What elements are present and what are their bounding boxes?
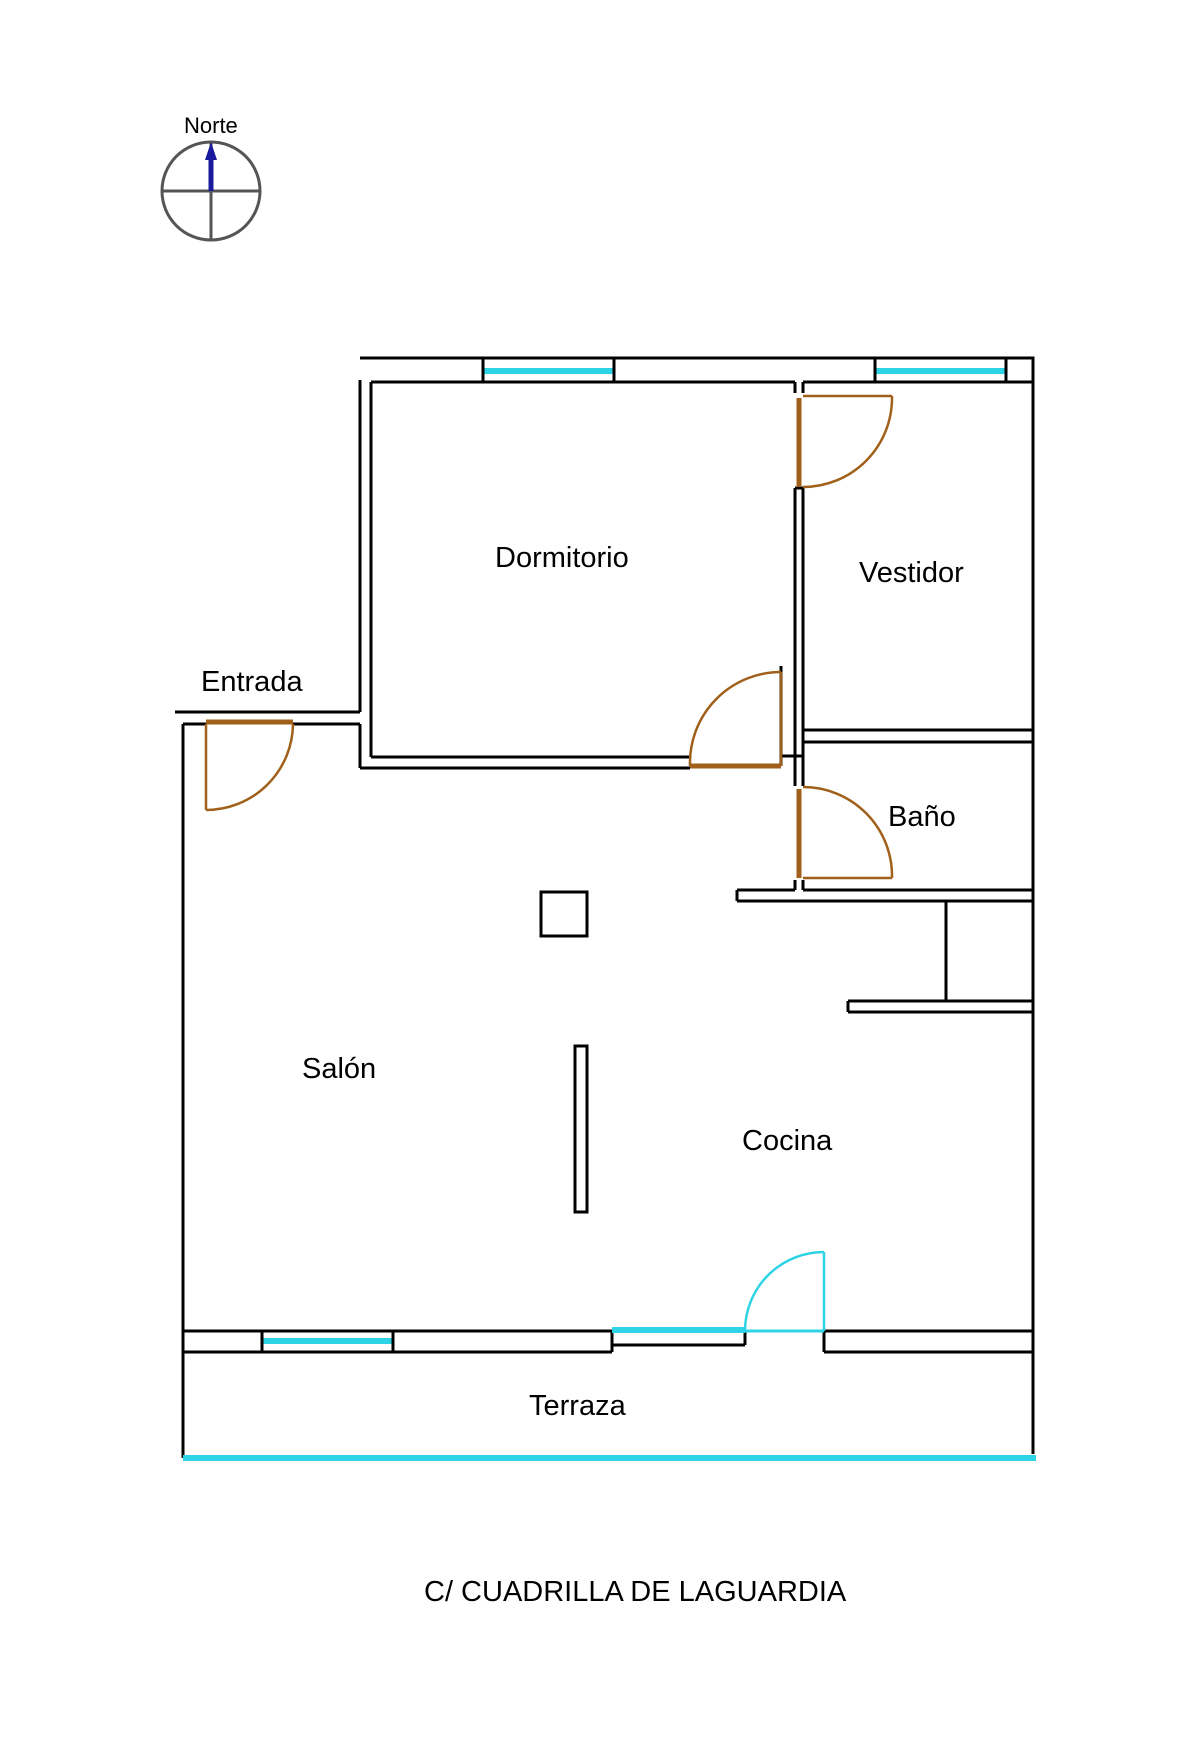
room-labels: Dormitorio Vestidor Entrada Baño Salón C…	[201, 542, 964, 1422]
door-terrace-swing	[743, 1250, 825, 1332]
room-label-dormitorio: Dormitorio	[495, 542, 629, 574]
room-label-terraza: Terraza	[529, 1390, 627, 1422]
door-vestidor-swing	[802, 395, 894, 489]
room-label-entrada: Entrada	[201, 666, 303, 698]
room-label-salon: Salón	[302, 1053, 376, 1085]
kitchen-partition	[573, 1044, 589, 1214]
doors	[204, 394, 894, 1333]
door-bano-swing	[802, 785, 894, 879]
compass: Norte	[160, 113, 262, 242]
door-bedroom-swing	[688, 670, 782, 767]
room-label-bano: Baño	[888, 801, 956, 833]
compass-arrowhead-icon	[205, 142, 217, 160]
street-name: C/ CUADRILLA DE LAGUARDIA	[424, 1576, 847, 1608]
room-label-cocina: Cocina	[742, 1125, 833, 1157]
door-entrance-swing	[205, 723, 295, 812]
wall-top-outer	[360, 356, 1035, 1454]
windows	[183, 356, 1036, 1461]
room-label-vestidor: Vestidor	[859, 557, 964, 589]
compass-label: Norte	[184, 113, 238, 138]
walls	[175, 356, 1035, 1458]
pillar	[539, 890, 589, 938]
